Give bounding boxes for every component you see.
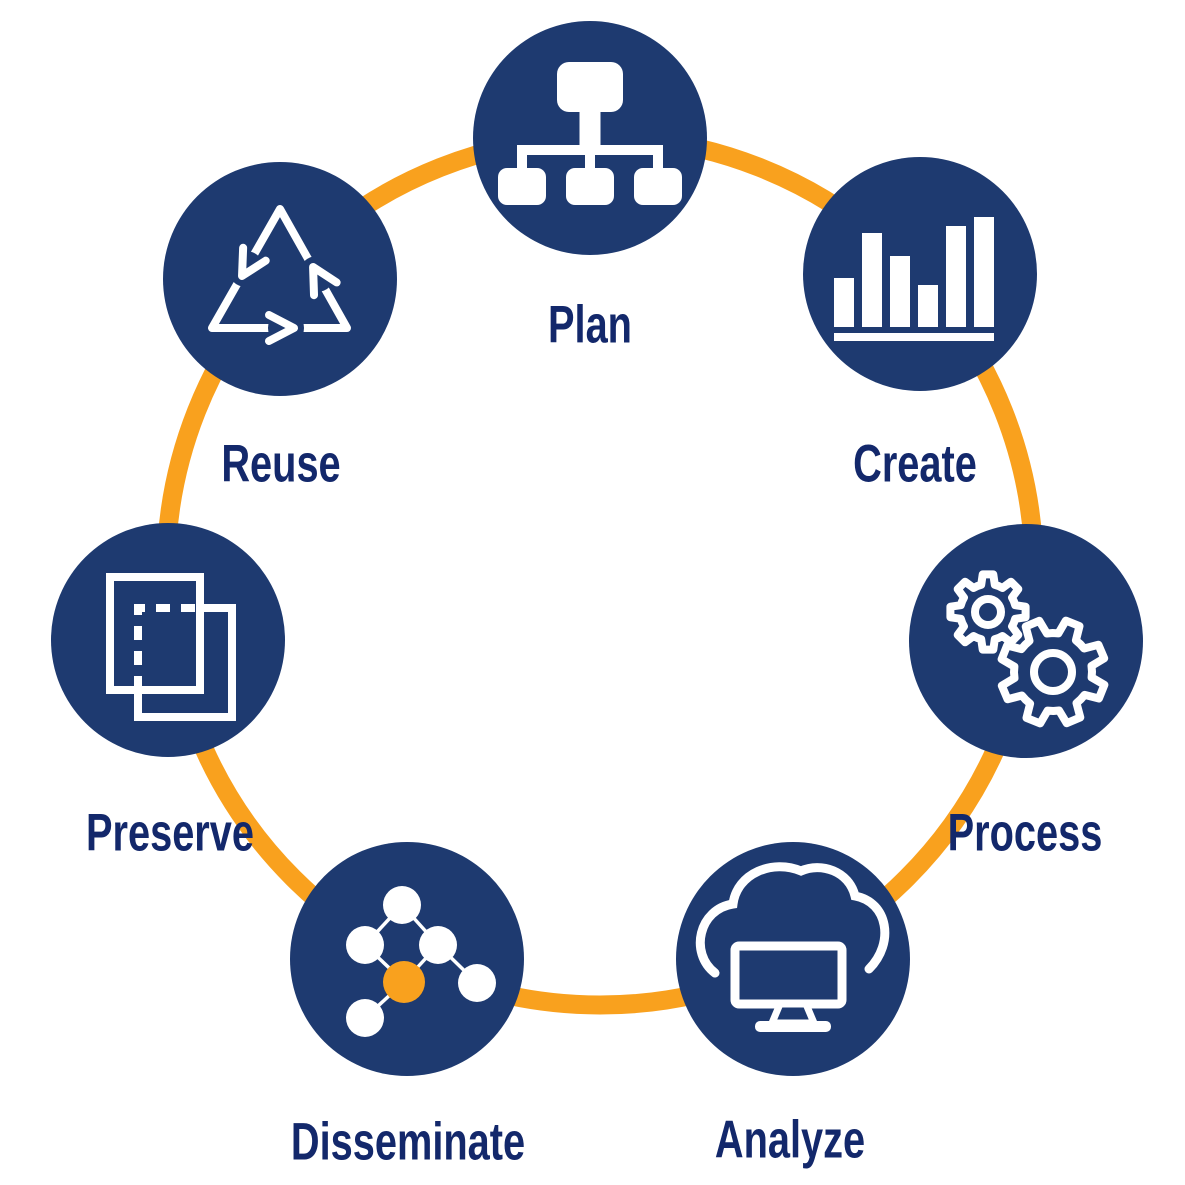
sitemap-icon — [473, 21, 707, 255]
process-label: Process — [947, 803, 1103, 863]
preserve-label: Preserve — [86, 803, 254, 863]
stage-preserve — [51, 523, 285, 757]
stage-create — [803, 157, 1037, 391]
disseminate-label: Disseminate — [290, 1112, 526, 1172]
stage-plan — [473, 21, 707, 255]
analyze-label: Analyze — [714, 1110, 866, 1170]
stage-process — [909, 524, 1143, 758]
network-nodes-icon — [290, 842, 524, 1076]
stage-reuse — [163, 162, 397, 396]
reuse-label: Reuse — [221, 434, 341, 494]
bar-chart-icon — [803, 157, 1037, 391]
stage-disseminate — [290, 842, 524, 1076]
recycle-icon — [163, 162, 397, 396]
stage-analyze — [676, 842, 910, 1076]
create-label: Create — [853, 434, 977, 494]
cloud-monitor-icon — [676, 842, 910, 1076]
copy-documents-icon — [51, 523, 285, 757]
gears-icon — [909, 524, 1143, 758]
plan-label: Plan — [548, 295, 632, 355]
